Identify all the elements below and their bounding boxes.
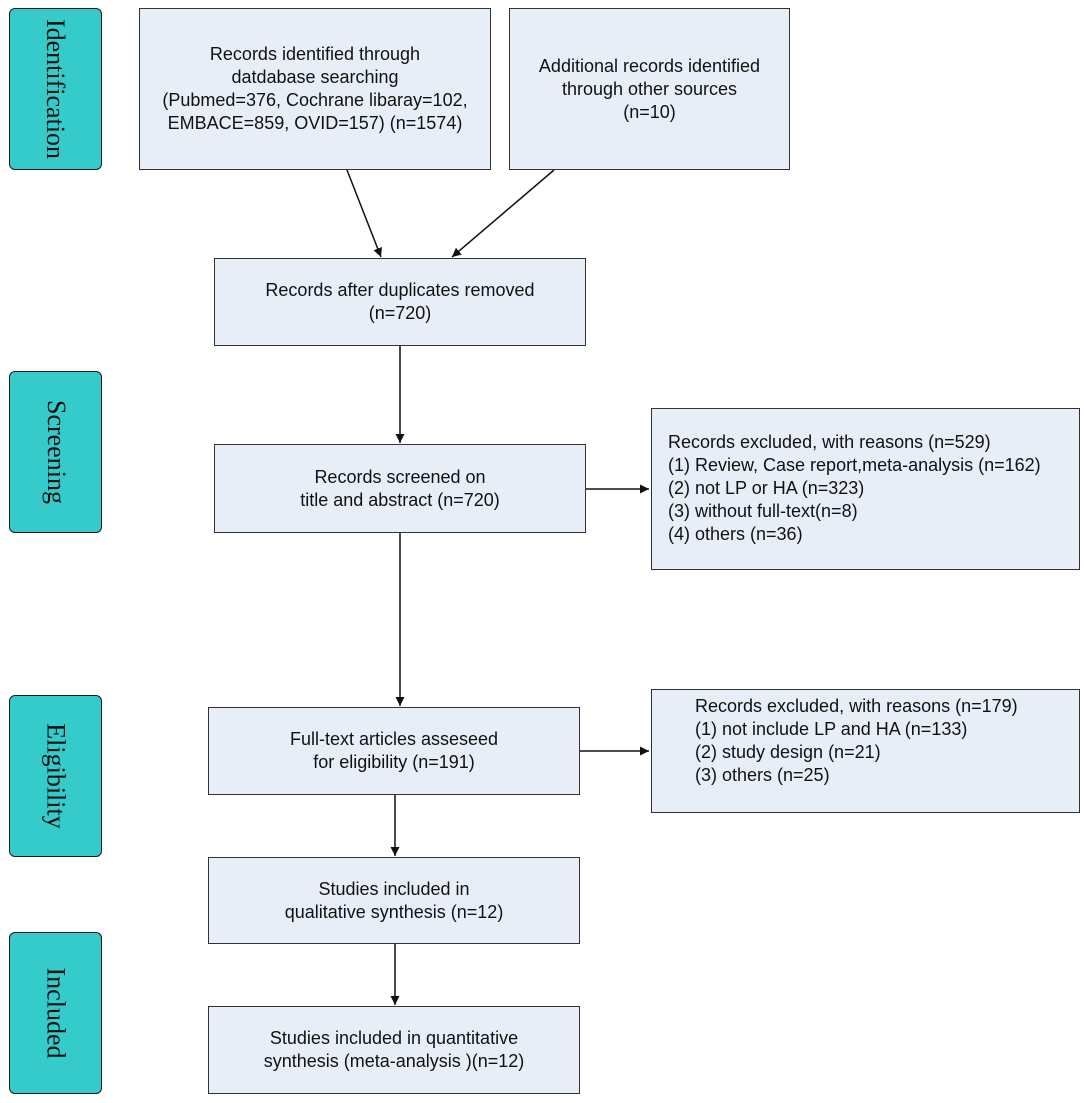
box-line: Studies included in [318, 878, 470, 899]
box-line: (1) not include LP and HA (n=133) [695, 719, 968, 739]
stage-screening-label: Screening [41, 400, 71, 504]
box-line: Additional records identified [538, 55, 761, 76]
box-line: for eligibility (n=191) [313, 752, 475, 772]
box-line: (3) without full-text(n=8) [668, 501, 858, 521]
box-line: (1) Review, Case report,meta-analysis (n… [668, 455, 1041, 475]
box-line: (3) others (n=25) [695, 765, 830, 785]
box-line: (Pubmed=376, Cochrane libaray=102, [162, 90, 468, 110]
box-line: Records excluded, with reasons (n=529) [668, 432, 991, 452]
arrow-search-to-duplicates [346, 169, 382, 258]
stage-identification-label: Identification [41, 18, 71, 160]
box-after-duplicates: Records after duplicates removed (n=720) [214, 258, 586, 346]
box-line: (2) not LP or HA (n=323) [668, 478, 865, 498]
box-line: Records screened on [314, 466, 486, 487]
box-line: Records excluded, with reasons (n=179) [695, 696, 1018, 716]
box-line: datdabase searching [231, 67, 399, 87]
box-line: Records after duplicates removed [265, 280, 535, 300]
box-excluded-screening: Records excluded, with reasons (n=529) (… [651, 408, 1080, 570]
box-line: through other sources [561, 78, 738, 99]
box-line: EMBACE=859, OVID=157) (n=1574) [167, 113, 463, 133]
stage-eligibility: Eligibility [9, 695, 102, 857]
box-line: synthesis (meta-analysis )(n=12) [263, 1051, 525, 1071]
box-line: title and abstract (n=720) [300, 489, 500, 510]
box-line: Full-text articles asseseed [289, 729, 499, 749]
box-screened: Records screened on title and abstract (… [214, 444, 586, 533]
box-line: Records identified through [209, 44, 421, 64]
box-line: (n=10) [623, 101, 676, 122]
box-other-sources: Additional records identified through ot… [509, 8, 790, 170]
stage-identification: Identification [9, 8, 102, 170]
box-qualitative: Studies included in qualitative synthesi… [208, 857, 580, 944]
stage-eligibility-label: Eligibility [41, 723, 71, 829]
box-line: (4) others (n=36) [668, 524, 803, 544]
stage-included-label: Included [41, 967, 71, 1059]
box-line: (n=720) [368, 303, 432, 323]
stage-included: Included [9, 932, 102, 1094]
box-fulltext: Full-text articles asseseed for eligibil… [208, 707, 580, 795]
box-line: (2) study design (n=21) [695, 742, 881, 762]
box-database-search: Records identified through datdabase sea… [139, 8, 491, 170]
arrow-other-to-duplicates [451, 169, 555, 258]
box-excluded-fulltext: Records excluded, with reasons (n=179) (… [651, 689, 1080, 813]
box-quantitative: Studies included in quantitative synthes… [208, 1006, 580, 1094]
box-line: Studies included in quantitative [269, 1028, 519, 1048]
box-line: qualitative synthesis (n=12) [284, 901, 504, 922]
stage-screening: Screening [9, 371, 102, 533]
